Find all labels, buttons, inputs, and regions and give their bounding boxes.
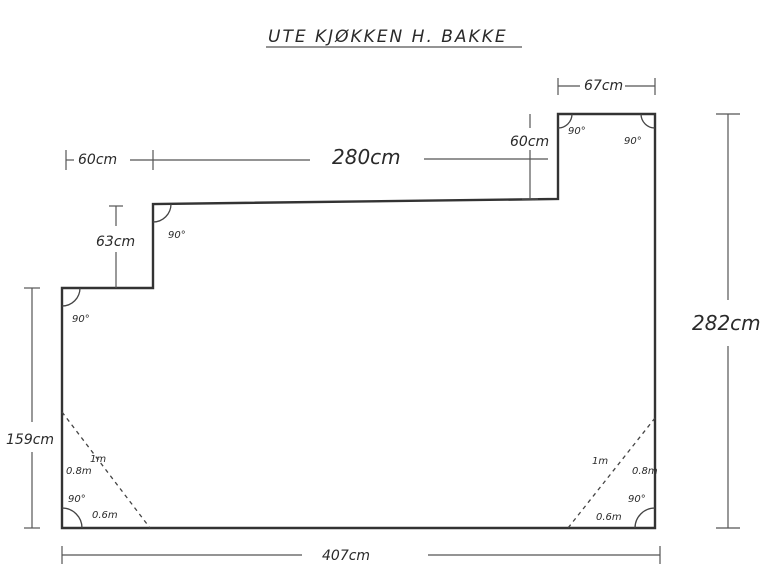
- angle-arc-bottom-right: [634, 507, 656, 529]
- angle-label-left-step: 90°: [168, 230, 186, 241]
- left-horizontal-label: 0.6m: [92, 510, 118, 521]
- angle-label-bottom-left: 90°: [68, 494, 86, 505]
- angle-label-left-upper: 90°: [72, 314, 90, 325]
- angle-arc-bottom-left: [61, 507, 83, 529]
- angle-label-top-right: 90°: [624, 136, 642, 147]
- left-diagonal-label: 1m: [90, 454, 106, 465]
- top-middle-dim-label: 280cm: [332, 145, 401, 169]
- angle-arc-right-step: [557, 113, 573, 129]
- right-diagonal-label: 1m: [592, 456, 608, 467]
- top-left-dim-label: 60cm: [78, 152, 117, 168]
- left-corner-diagonal: [61, 411, 151, 529]
- angle-arc-left-upper: [61, 287, 81, 307]
- right-step-dim-label: 60cm: [510, 134, 549, 150]
- kitchen-outline: [60, 112, 657, 530]
- left-step-dim-label: 63cm: [96, 234, 135, 250]
- right-vertical-label: 0.8m: [632, 466, 658, 477]
- right-dim-label: 282cm: [692, 311, 761, 335]
- bottom-dim-label: 407cm: [322, 548, 370, 564]
- angle-arc-left-step: [152, 203, 172, 223]
- drawing-title: UTE KJØKKEN H. BAKKE: [268, 27, 508, 47]
- right-horizontal-label: 0.6m: [596, 512, 622, 523]
- angle-label-bottom-right: 90°: [628, 494, 646, 505]
- left-dim-label: 159cm: [6, 432, 54, 448]
- angle-arc-top-right: [640, 113, 656, 129]
- left-vertical-label: 0.8m: [66, 466, 92, 477]
- top-right-dim-label: 67cm: [584, 78, 623, 94]
- angle-label-right-step: 90°: [568, 126, 586, 137]
